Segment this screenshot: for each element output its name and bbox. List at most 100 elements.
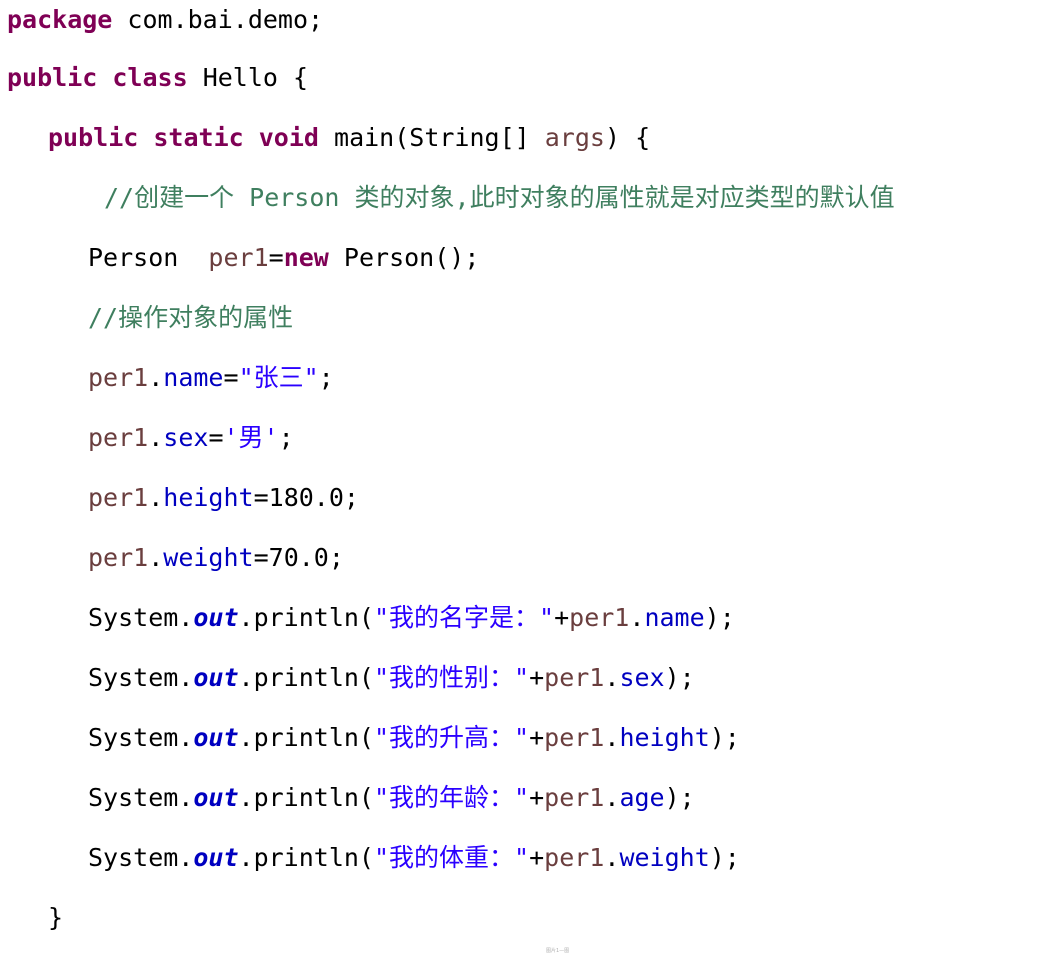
code-line-set-name: per1.name="张三"; [0, 358, 334, 418]
code-token-plain: . [148, 363, 164, 392]
code-token-plain: .println( [238, 603, 374, 632]
code-token-plain: System. [88, 843, 194, 872]
code-token-local: per1 [208, 243, 269, 272]
code-token-string: "我的升高：" [373, 723, 530, 752]
code-token-plain: + [529, 723, 545, 752]
code-token-local: per1 [544, 783, 605, 812]
code-line-closing-brace: } [0, 898, 63, 958]
code-token-local: per1 [88, 543, 149, 572]
code-token-plain: ); [709, 723, 740, 752]
code-token-local: per1 [88, 363, 149, 392]
code-token-plain: + [529, 663, 545, 692]
code-token-plain: . [148, 423, 164, 452]
code-token-plain [97, 63, 112, 92]
code-token-plain: ); [664, 783, 695, 812]
code-token-field: sex [619, 663, 665, 692]
code-token-plain: System. [88, 783, 194, 812]
code-token-plain: Person [88, 243, 209, 272]
code-token-string: "张三" [238, 363, 319, 392]
code-token-plain [244, 123, 259, 152]
code-token-local: args [544, 123, 605, 152]
code-token-plain: com.bai.demo; [112, 5, 324, 34]
code-token-plain: . [629, 603, 645, 632]
code-token-local: per1 [544, 843, 605, 872]
code-line-comment-ops: //操作对象的属性 [0, 298, 293, 358]
code-token-local: per1 [544, 723, 605, 752]
code-token-plain: . [604, 843, 620, 872]
code-line-print-height: System.out.println("我的升高："+per1.height); [0, 718, 740, 778]
code-token-plain: } [48, 903, 64, 932]
code-token-keyword: public [7, 63, 98, 92]
code-token-string: "我的名字是：" [373, 603, 555, 632]
code-token-plain: = [223, 363, 239, 392]
code-token-plain: =70.0; [253, 543, 344, 572]
code-token-plain: . [604, 723, 620, 752]
code-token-field: name [163, 363, 224, 392]
code-token-keyword: package [7, 5, 113, 34]
code-line-print-age: System.out.println("我的年龄："+per1.age); [0, 778, 695, 838]
code-token-string: '男' [223, 423, 279, 452]
code-token-plain: + [529, 843, 545, 872]
code-token-field: name [644, 603, 705, 632]
code-token-plain: =180.0; [253, 483, 359, 512]
code-token-string: "我的体重：" [373, 843, 530, 872]
code-token-static: out [193, 843, 239, 872]
code-token-plain: .println( [238, 783, 374, 812]
code-token-plain: + [529, 783, 545, 812]
code-line-print-name: System.out.println("我的名字是："+per1.name); [0, 598, 735, 658]
code-token-plain: System. [88, 603, 194, 632]
code-token-keyword: new [283, 243, 329, 272]
code-token-plain: . [604, 663, 620, 692]
code-token-static: out [193, 663, 239, 692]
code-token-keyword: static [153, 123, 244, 152]
code-line-set-height: per1.height=180.0; [0, 478, 359, 538]
code-token-static: out [193, 783, 239, 812]
code-token-plain: System. [88, 723, 194, 752]
code-line-comment-create: //创建一个 Person 类的对象,此时对象的属性就是对应类型的默认值 [0, 178, 895, 238]
code-token-field: weight [619, 843, 710, 872]
code-token-plain: .println( [238, 663, 374, 692]
code-token-plain: ); [709, 843, 740, 872]
image-caption: 图片1—图 [546, 948, 570, 954]
code-token-field: age [619, 783, 665, 812]
code-token-plain: ) { [604, 123, 651, 152]
code-token-local: per1 [88, 483, 149, 512]
code-token-local: per1 [544, 663, 605, 692]
code-token-keyword: void [258, 123, 319, 152]
code-token-comment: //创建一个 Person 类的对象,此时对象的属性就是对应类型的默认值 [104, 183, 895, 212]
code-line-set-sex: per1.sex='男'; [0, 418, 294, 478]
code-token-plain: + [554, 603, 570, 632]
code-token-plain: = [268, 243, 284, 272]
code-token-keyword: class [112, 63, 188, 92]
code-token-field: sex [163, 423, 209, 452]
code-line-print-weight: System.out.println("我的体重："+per1.weight); [0, 838, 740, 898]
code-token-static: out [193, 603, 239, 632]
code-token-plain [138, 123, 153, 152]
code-token-plain: Person(); [328, 243, 480, 272]
code-token-plain: System. [88, 663, 194, 692]
code-token-local: per1 [88, 423, 149, 452]
code-token-plain: ; [318, 363, 334, 392]
code-token-plain: main(String[] [318, 123, 545, 152]
code-token-plain: ); [704, 603, 735, 632]
code-token-string: "我的性别：" [373, 663, 530, 692]
code-token-string: "我的年龄：" [373, 783, 530, 812]
code-token-plain: Hello { [187, 63, 309, 92]
code-line-new-person: Person per1=new Person(); [0, 238, 479, 298]
code-token-plain: . [148, 543, 164, 572]
code-token-comment: //操作对象的属性 [88, 303, 294, 332]
code-token-static: out [193, 723, 239, 752]
code-line-main-method: public static void main(String[] args) { [0, 118, 650, 178]
code-line-package: package com.bai.demo; [0, 0, 323, 60]
code-token-plain: .println( [238, 723, 374, 752]
code-token-plain: = [208, 423, 224, 452]
code-token-plain: ; [278, 423, 294, 452]
code-token-keyword: public [48, 123, 139, 152]
code-line-class-decl: public class Hello { [0, 58, 308, 118]
code-line-set-weight: per1.weight=70.0; [0, 538, 344, 598]
code-token-plain: . [148, 483, 164, 512]
code-token-plain: . [604, 783, 620, 812]
code-token-local: per1 [569, 603, 630, 632]
code-line-print-sex: System.out.println("我的性别："+per1.sex); [0, 658, 695, 718]
